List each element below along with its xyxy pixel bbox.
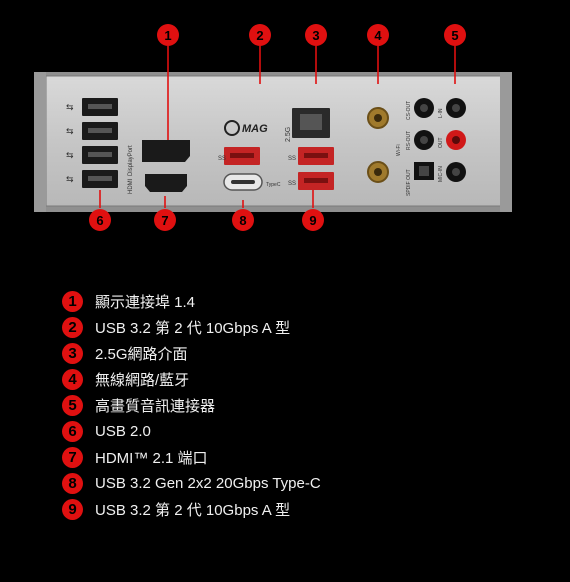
- svg-text:⇆: ⇆: [66, 174, 74, 184]
- legend-number: 8: [62, 472, 83, 494]
- callout-4-number: 4: [374, 28, 382, 43]
- callout-6-number: 6: [96, 213, 103, 228]
- io-shield-graphic: ⇆ ⇆ ⇆ ⇆ DisplayPort HDMI MAG SS TypeC: [34, 24, 512, 231]
- legend-item: 6 USB 2.0: [62, 418, 482, 444]
- callout-9: 9: [302, 209, 324, 231]
- legend-label: USB 3.2 Gen 2x2 20Gbps Type-C: [95, 474, 321, 492]
- legend-number: 3: [62, 342, 83, 364]
- legend-label: 顯示連接埠 1.4: [95, 293, 196, 311]
- audio-label-csout: CS-OUT: [406, 101, 412, 120]
- legend-item: 4 無線網路/藍牙: [62, 366, 482, 392]
- legend-item: 7 HDMI™ 2.1 端口: [62, 444, 482, 470]
- callout-4: 4: [367, 24, 389, 46]
- audio-jacks: SPDIF OUT L-IN OUT RS-OUT CS-OUT MIC-IN: [406, 98, 466, 196]
- wifi-label: Wi-Fi: [396, 144, 402, 156]
- legend-label: USB 3.2 第 2 代 10Gbps A 型: [95, 501, 291, 519]
- svg-text:⇆: ⇆: [66, 150, 74, 160]
- legend-item: 1 顯示連接埠 1.4: [62, 288, 482, 314]
- svg-text:SS: SS: [218, 156, 226, 162]
- callout-9-number: 9: [309, 213, 316, 228]
- legend-item: 2 USB 3.2 第 2 代 10Gbps A 型: [62, 314, 482, 340]
- audio-label-lin: L-IN: [438, 108, 444, 118]
- svg-text:⇆: ⇆: [66, 102, 74, 112]
- callout-2-number: 2: [256, 28, 263, 43]
- callout-1-number: 1: [164, 28, 171, 43]
- usb-2-stack: ⇆ ⇆ ⇆ ⇆: [66, 98, 118, 188]
- callout-8-number: 8: [239, 213, 246, 228]
- legend-number: 2: [62, 316, 83, 338]
- wifi-antenna-connectors: Wi-Fi: [367, 107, 402, 183]
- usb-32-gen2-right: SS SS: [288, 147, 334, 190]
- legend-number: 6: [62, 420, 83, 442]
- legend-number: 9: [62, 498, 83, 520]
- lan-port: 2.5G: [285, 108, 330, 142]
- legend-number: 1: [62, 290, 83, 312]
- legend-number: 7: [62, 446, 83, 468]
- lan-label: 2.5G: [285, 127, 292, 142]
- usb-32-gen2-left: SS: [218, 147, 260, 165]
- displayport-hdmi: DisplayPort HDMI: [128, 140, 190, 194]
- legend-number: 4: [62, 368, 83, 390]
- callout-8: 8: [232, 209, 254, 231]
- displayport-label: DisplayPort: [128, 145, 134, 176]
- legend-number: 5: [62, 394, 83, 416]
- legend-item: 8 USB 3.2 Gen 2x2 20Gbps Type-C: [62, 470, 482, 496]
- callout-3-number: 3: [312, 28, 319, 43]
- legend-item: 5 高畫質音訊連接器: [62, 392, 482, 418]
- legend-label: USB 3.2 第 2 代 10Gbps A 型: [95, 319, 291, 337]
- callout-7-number: 7: [161, 213, 168, 228]
- svg-text:⇆: ⇆: [66, 126, 74, 136]
- callout-6: 6: [89, 209, 111, 231]
- hdmi-label: HDMI: [128, 178, 134, 194]
- audio-label-out: OUT: [438, 137, 444, 148]
- legend-label: HDMI™ 2.1 端口: [95, 449, 208, 467]
- port-legend: 1 顯示連接埠 1.4 2 USB 3.2 第 2 代 10Gbps A 型 3…: [62, 288, 482, 522]
- audio-label-micin: MIC-IN: [438, 166, 444, 182]
- callout-5: 5: [444, 24, 466, 46]
- callout-7: 7: [154, 209, 176, 231]
- callout-2: 2: [249, 24, 271, 46]
- mag-logo: MAG: [224, 120, 268, 136]
- usb-c-port: TypeC: [223, 173, 281, 191]
- svg-text:SS: SS: [288, 181, 296, 187]
- legend-label: USB 2.0: [95, 422, 151, 440]
- svg-text:SS: SS: [288, 156, 296, 162]
- legend-label: 高畫質音訊連接器: [95, 397, 216, 415]
- legend-label: 2.5G網路介面: [95, 345, 188, 363]
- usbc-label: TypeC: [266, 182, 281, 188]
- spdif-label: SPDIF OUT: [406, 169, 412, 196]
- legend-item: 9 USB 3.2 第 2 代 10Gbps A 型: [62, 496, 482, 522]
- brand-label: MAG: [242, 123, 268, 135]
- callout-1: 1: [157, 24, 179, 46]
- legend-item: 3 2.5G網路介面: [62, 340, 482, 366]
- legend-label: 無線網路/藍牙: [95, 371, 190, 389]
- callout-3: 3: [305, 24, 327, 46]
- callout-lines: [99, 46, 456, 208]
- callout-5-number: 5: [451, 28, 458, 43]
- audio-label-rsout: RS-OUT: [406, 131, 412, 150]
